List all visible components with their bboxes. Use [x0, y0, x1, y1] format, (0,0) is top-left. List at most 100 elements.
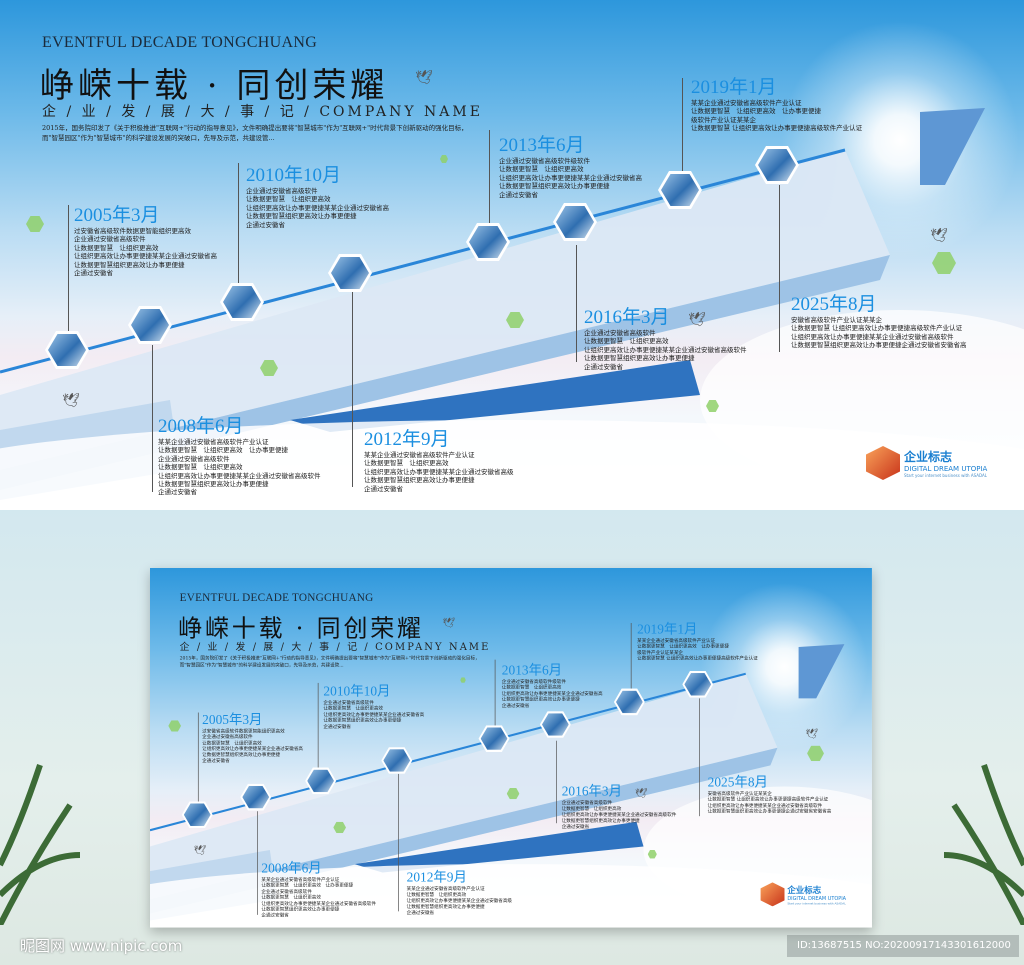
timeline-connector	[576, 245, 577, 362]
timeline-item: 2016年3月企业通过安徽省高级软件让数据更智慧 让组织更高效让组织更高效让办事…	[584, 302, 747, 371]
timeline-connector	[630, 622, 632, 692]
subtitle: 企 / 业 / 发 / 展 / 大 / 事 / 记 / COMPANY NAME	[42, 104, 483, 120]
timeline-text-line: 让组织更高效让办事更便捷某某企业通过安徽省高级软件	[158, 471, 321, 480]
timeline-connector	[152, 345, 153, 492]
timeline-year: 2013年6月	[499, 135, 585, 156]
timeline-text-line: 安徽省高级软件产业认证某某企	[707, 790, 772, 797]
seagull-icon: 🕊	[930, 228, 948, 244]
green-hexagon	[333, 821, 346, 834]
green-hexagon	[26, 216, 44, 232]
timeline-item: 2019年1月某某企业通过安徽省高级软件产业认证让数据更智慧 让组织更高效 让办…	[691, 72, 862, 133]
timeline-text-line: 让数据更智慧组织更高效让办事更便捷	[364, 476, 475, 485]
timeline-text-line: 让数据更智慧 让组织更高效 让办事更便捷	[261, 882, 354, 889]
timeline-text-line: 让组织更高效让办事更便捷某某企业通过安徽省高	[202, 745, 303, 752]
timeline-text-line: 企通过安徽省	[246, 220, 285, 229]
timeline-connector	[556, 740, 557, 824]
logo-tagline: DIGITAL DREAM UTOPIA	[904, 465, 988, 473]
green-hexagon	[260, 360, 278, 376]
timeline-item: 2012年9月某某企业通过安徽省高级软件产业认证让数据更智慧 让组织更高效让组织…	[407, 867, 512, 916]
timeline-year: 2019年1月	[691, 77, 777, 98]
timeline-year: 2016年3月	[561, 784, 623, 800]
timeline-text-line: 让数据更智慧组织更高效让办事更便捷	[261, 906, 340, 913]
chinese-title: 峥嵘十载 · 同创荣耀	[178, 614, 424, 643]
timeline-year: 2010年10月	[246, 165, 342, 186]
timeline-year: 2025年8月	[791, 294, 877, 315]
timeline-text-line: 让数据更智慧 让组织更高效	[74, 243, 159, 252]
timeline-text-line: 让数据更智慧 让组织更高效	[364, 459, 449, 468]
seagull-icon: 🕊	[635, 787, 648, 800]
timeline-year: 2012年9月	[364, 429, 450, 450]
timeline-year: 2019年1月	[637, 622, 698, 638]
green-hexagon	[706, 400, 719, 412]
logo-name: 企业标志	[904, 450, 953, 464]
timeline-text-line: 让数据更智慧组织更高效让办事更便捷	[584, 354, 695, 363]
logo-slogan: Start your internet business with ASADAL	[904, 473, 987, 478]
timeline-text-line: 企业通过安徽省高级软件	[246, 187, 318, 195]
timeline-text-line: 让数据更智慧 让组织更高效	[158, 463, 243, 472]
timeline-year: 2013年6月	[501, 663, 563, 678]
timeline-connector	[352, 292, 353, 487]
timeline-item: 2016年3月企业通过安徽省高级软件让数据更智慧 让组织更高效让组织更高效让办事…	[562, 781, 677, 830]
timeline-item: 2012年9月某某企业通过安徽省高级软件产业认证让数据更智慧 让组织更高效让组织…	[364, 424, 514, 493]
timeline-text-line: 让组织更高效让办事更便捷某某企业通过安徽省高级	[406, 897, 513, 904]
timeline-text-line: 企业通过安徽省高级软件	[584, 329, 656, 337]
timeline-text-line: 让数据更智慧组织更高效让办事更便捷企通过安徽省安徽省高	[791, 341, 967, 350]
timeline-text-line: 让组织更高效让办事更便捷某某企业通过安徽省高级软件	[707, 802, 823, 809]
seagull-icon: 🕊	[415, 70, 433, 86]
timeline-text-line: 让数据更智慧 让组织更高效让办事更便捷高级软件产业认证	[637, 655, 758, 662]
timeline-text-line: 企通过安徽省	[561, 823, 590, 830]
logo-cube-icon	[760, 882, 785, 907]
timeline-text-line: 让数据更智慧 让组织更高效	[499, 165, 584, 174]
green-hexagon	[807, 745, 824, 762]
timeline-text-line: 让数据更智慧组织更高效让办事更便捷	[561, 817, 640, 824]
timeline-text-line: 企通过安徽省	[261, 912, 289, 918]
seagull-icon: 🕊	[442, 617, 456, 629]
company-logo: 企业标志 DIGITAL DREAM UTOPIA Start your int…	[866, 446, 987, 480]
timeline-text-line: 企业通过安徽省高级软件	[261, 888, 312, 895]
timeline-text-line: 让组织更高效让办事更便捷某某企业通过安徽省高级软件	[561, 811, 677, 818]
green-hexagon	[506, 312, 524, 328]
timeline-connector	[699, 698, 700, 817]
timeline-text-line: 让数据更智慧组织更高效让办事更便捷企通过安徽省安徽省高	[707, 808, 832, 815]
logo-tagline: DIGITAL DREAM UTOPIA	[787, 895, 847, 902]
building-photo-hexagon	[613, 688, 645, 716]
timeline-text-line: 让数据更智慧组织更高效让办事更便捷	[501, 696, 580, 703]
timeline-text-line: 企通过安徽省	[202, 757, 230, 764]
green-hexagon	[460, 677, 466, 683]
timeline-text-line: 企通过安徽省	[74, 269, 113, 278]
timeline-text-line: 让数据更智慧组织更高效让办事更便捷	[74, 260, 185, 269]
timeline-text-line: 某某企业通过安徽省高级软件产业认证	[158, 438, 269, 446]
timeline-text-line: 让组织更高效让办事更便捷某某企业通过安徽省高级	[364, 467, 514, 476]
timeline-text-line: 让数据更智慧 让组织更高效 让办事更便捷	[158, 446, 288, 455]
green-hexagon	[932, 252, 956, 274]
timeline-text-line: 让组织更高效让办事更便捷某某企业通过安徽省高级软件	[584, 345, 747, 354]
building-photo-hexagon	[466, 223, 510, 261]
timeline-text-line: 企通过安徽省	[406, 909, 435, 916]
green-hexagon	[647, 850, 657, 859]
timeline-connector	[494, 659, 496, 727]
building-photo-hexagon	[128, 306, 172, 344]
timeline-text-line: 某某企业通过安徽省高级软件产业认证	[364, 451, 475, 459]
timeline-item: 2005年3月过安徽省高级软件数据更智能组织更高效企业通过安徽省高级软件让数据更…	[202, 709, 303, 764]
timeline-item: 2010年10月企业通过安徽省高级软件让数据更智慧 让组织更高效让组织更高效让办…	[246, 160, 389, 229]
timeline-text-line: 某某企业通过安徽省高级软件产业认证	[691, 99, 802, 107]
timeline-text-line: 某某企业通过安徽省高级软件产业认证	[261, 876, 340, 883]
timeline-text-line: 让数据更智慧组织更高效让办事更便捷	[158, 480, 269, 489]
timeline-year: 2010年10月	[323, 684, 391, 700]
timeline-text-line: 让数据更智慧组织更高效让办事更便捷	[323, 717, 402, 724]
timeline-text-line: 让组织更高效让办事更便捷某某企业通过安徽省高	[323, 711, 425, 718]
timeline-connector	[257, 811, 258, 915]
timeline-text-line: 让组织更高效让办事更便捷某某企业通过安徽省高级软件	[261, 900, 376, 907]
timeline-text-line: 让数据更智慧 让组织更高效	[501, 684, 562, 691]
intro-text: 2015年，国务院印发了《关于积极推进"互联网+"行动的指导意见》，文件明确提出…	[179, 655, 480, 669]
timeline-year: 2008年6月	[158, 416, 244, 437]
logo-slogan: Start your internet business with ASADAL	[787, 901, 846, 905]
timeline-text-line: 让数据更智慧 让组织更高效 让办事更便捷	[691, 107, 821, 116]
timeline-text-line: 企通过安徽省	[499, 190, 538, 199]
timeline-text-line: 企业通过安徽省高级软件	[74, 235, 146, 244]
green-hexagon	[440, 155, 448, 163]
building-photo-hexagon	[45, 331, 89, 369]
timeline-text-line: 企业通过安徽省高级软件	[323, 699, 374, 706]
timeline-text-line: 安徽省高级软件产业认证某某企	[791, 316, 882, 324]
timeline-text-line: 企业通过安徽省高级软件	[202, 733, 253, 740]
